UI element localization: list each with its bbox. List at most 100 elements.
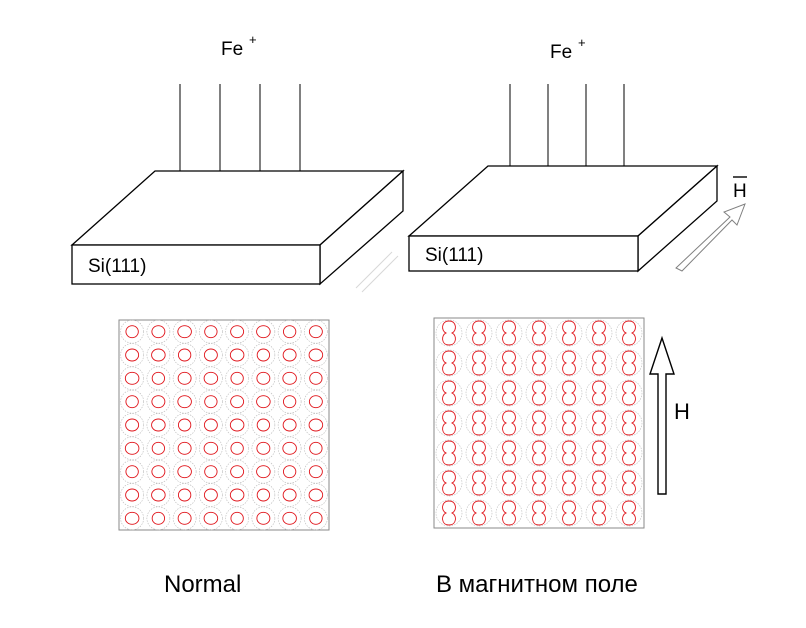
background-ring — [172, 343, 197, 367]
background-ring — [146, 319, 171, 344]
island-elongated — [562, 470, 576, 496]
island-elongated — [592, 470, 606, 496]
background-ring — [465, 319, 493, 347]
background-ring — [465, 499, 493, 527]
island-dot — [177, 465, 192, 479]
normal-pattern-background — [120, 319, 328, 531]
background-ring — [495, 439, 523, 467]
island-elongated — [562, 500, 576, 526]
island-dot — [177, 418, 192, 432]
right-substrate-label: Si(111) — [425, 245, 483, 266]
right-caption: В магнитном поле — [436, 571, 638, 598]
background-ring — [435, 379, 463, 407]
background-ring — [615, 319, 643, 347]
background-ring — [304, 459, 328, 484]
background-ring — [120, 506, 144, 531]
island-elongated — [592, 350, 606, 376]
background-ring — [495, 349, 523, 377]
background-ring — [495, 379, 523, 407]
right-ion-charge: + — [578, 35, 586, 50]
background-ring — [199, 319, 223, 344]
island-dot — [282, 418, 297, 432]
island-elongated — [442, 320, 456, 346]
island-dot — [177, 441, 192, 455]
background-ring — [251, 483, 276, 507]
background-ring — [120, 483, 144, 507]
island-elongated — [502, 500, 516, 526]
island-dot — [177, 325, 192, 339]
island-dot — [203, 418, 218, 432]
island-dot — [204, 395, 218, 409]
background-ring — [251, 389, 276, 414]
background-ring — [120, 389, 144, 414]
background-ring — [225, 506, 249, 531]
background-ring — [172, 436, 197, 461]
background-ring — [146, 366, 171, 391]
island-dot — [204, 465, 218, 479]
background-ring — [120, 366, 144, 391]
background-ring — [555, 409, 583, 437]
background-ring — [555, 349, 583, 377]
island-elongated — [532, 440, 546, 466]
field-pattern — [433, 317, 645, 529]
background-ring — [435, 349, 463, 377]
background-ring — [435, 409, 463, 437]
right-ion-label: Fe — [550, 42, 572, 63]
island-dot — [203, 488, 218, 502]
background-ring — [120, 343, 144, 367]
background-ring — [615, 439, 643, 467]
island-dot — [309, 441, 323, 455]
island-dot — [229, 418, 245, 432]
background-ring — [555, 319, 583, 347]
background-ring — [304, 366, 328, 391]
background-ring — [225, 389, 249, 414]
background-ring — [225, 343, 249, 367]
background-ring — [304, 413, 328, 437]
island-elongated — [622, 380, 636, 406]
left-panel: Fe + Si(111) Normal — [70, 32, 405, 598]
normal-pattern — [118, 319, 330, 531]
background-ring — [525, 349, 553, 377]
background-ring — [304, 436, 328, 461]
island-dot — [309, 371, 323, 385]
background-ring — [465, 439, 493, 467]
background-ring — [172, 483, 197, 507]
island-dot — [177, 488, 192, 502]
island-dot — [203, 441, 219, 455]
background-ring — [304, 319, 328, 344]
left-ion-label: Fe — [221, 39, 243, 60]
island-dot — [308, 325, 323, 339]
background-ring — [225, 459, 249, 484]
background-ring — [304, 389, 328, 414]
right-substrate-slab — [407, 164, 719, 273]
background-ring — [172, 459, 197, 484]
background-ring — [555, 469, 583, 497]
island-dot — [229, 348, 245, 362]
hollow-arrow-up-icon — [649, 335, 675, 495]
left-substrate-slab — [70, 169, 405, 286]
island-dot — [151, 465, 166, 479]
island-dot — [256, 511, 271, 525]
background-ring — [199, 413, 223, 437]
island-elongated — [592, 320, 606, 346]
field-pattern-background — [435, 319, 643, 527]
island-elongated — [442, 410, 456, 436]
field-vector-label-group: H — [733, 176, 747, 202]
background-ring — [199, 459, 223, 484]
island-dot — [151, 395, 166, 409]
island-dot — [282, 441, 297, 455]
background-ring — [277, 459, 302, 484]
background-ring — [615, 499, 643, 527]
island-dot — [125, 348, 140, 362]
island-elongated — [442, 380, 456, 406]
island-dot — [177, 511, 192, 525]
island-elongated — [472, 320, 486, 346]
faint-artifact — [355, 251, 399, 293]
background-ring — [199, 506, 223, 531]
island-dot — [151, 511, 166, 525]
island-dot — [256, 488, 271, 502]
island-dot — [151, 371, 166, 385]
background-ring — [615, 469, 643, 497]
island-dot — [229, 488, 245, 502]
